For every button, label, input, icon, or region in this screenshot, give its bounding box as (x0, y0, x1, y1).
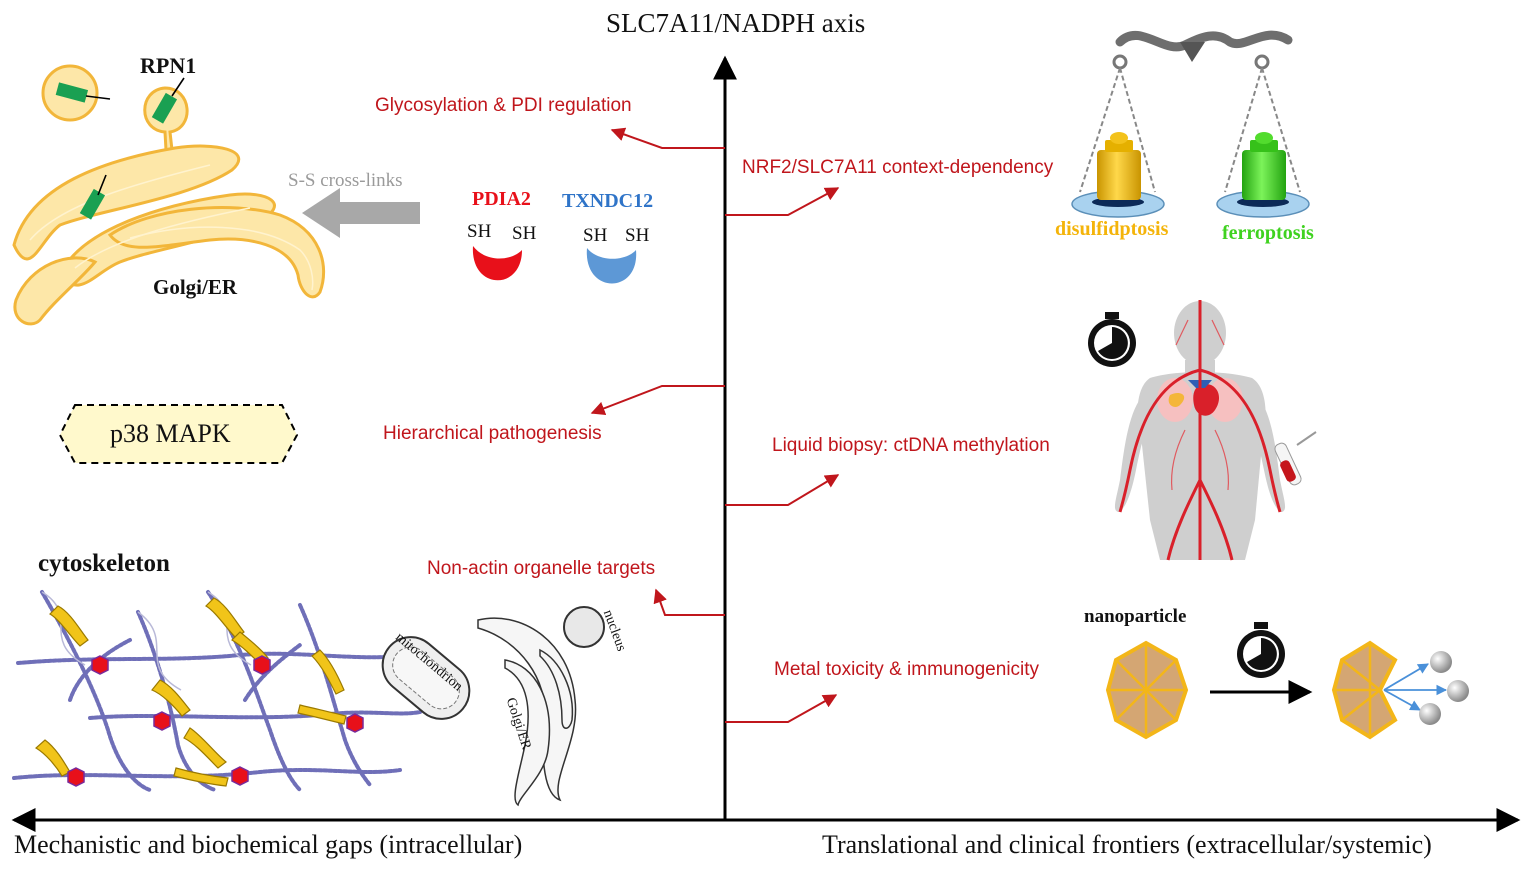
nanoparticle-intact (1105, 640, 1189, 740)
txndc12-shape (586, 248, 637, 284)
connector-organelle (653, 588, 725, 616)
gap-metal: Metal toxicity & immunogenicity (774, 659, 1040, 680)
gap-connectors (590, 127, 840, 723)
thiol-label: SH (583, 225, 608, 246)
crosslinks-label: S-S cross-links (288, 170, 403, 191)
connector-hierarchical (590, 385, 725, 415)
p38-mapk-label: p38 MAPK (110, 419, 231, 448)
stopwatch-icon (1237, 622, 1285, 678)
gap-organelle: Non-actin organelle targets (427, 558, 656, 579)
human-circulation-figure (1114, 300, 1317, 561)
golgi-cisterna-4 (13, 256, 98, 326)
golgi-cisterna-1 (12, 144, 241, 261)
nanoparticle-degraded (1331, 640, 1469, 740)
metal-ion (1447, 680, 1469, 702)
connector-nrf2 (725, 187, 840, 216)
gap-hierarchical: Hierarchical pathogenesis (383, 423, 602, 444)
cytoskeleton-network (12, 590, 422, 792)
vesicle-budding (143, 86, 189, 152)
blood-tube (1274, 431, 1317, 486)
txndc12-label: TXNDC12 (562, 190, 654, 212)
thiol-label: SH (467, 221, 492, 242)
gap-nrf2: NRF2/SLC7A11 context-dependency (742, 157, 1054, 178)
yellow-weight (1097, 132, 1141, 200)
connector-biopsy (725, 474, 840, 506)
metal-ion (1430, 651, 1452, 673)
cytoskeleton-label: cytoskeleton (38, 550, 170, 577)
connector-glycosylation (610, 127, 725, 149)
ferroptosis-label: ferroptosis (1222, 222, 1314, 244)
organelle-sketches (381, 606, 605, 807)
thiol-label: SH (625, 225, 650, 246)
balance-scale (1071, 30, 1310, 218)
vertical-axis-title: SLC7A11/NADPH axis (606, 8, 866, 38)
gap-biopsy: Liquid biopsy: ctDNA methylation (772, 435, 1050, 456)
golgi-er-illustration (12, 64, 326, 326)
nucleus-shape (563, 606, 605, 648)
connector-metal (725, 694, 838, 723)
p38-mapk-box (58, 404, 299, 464)
horizontal-axis-left-label: Mechanistic and biochemical gaps (intrac… (14, 830, 523, 859)
metal-ion (1419, 703, 1441, 725)
rpn1-marker (79, 188, 106, 220)
green-weight (1242, 132, 1286, 200)
gap-glycosylation: Glycosylation & PDI regulation (375, 95, 632, 116)
rpn1-marker (151, 92, 178, 124)
pdia2-shape (472, 246, 522, 281)
rpn1-marker (55, 82, 89, 103)
pdia2-label: PDIA2 (472, 188, 531, 210)
golgi-cisterna-3 (107, 206, 326, 299)
thiol-label: SH (512, 223, 537, 244)
horizontal-axis-right-label: Translational and clinical frontiers (ex… (822, 830, 1432, 859)
nanoparticle-label: nanoparticle (1084, 606, 1187, 627)
stopwatch-icon (1088, 312, 1136, 367)
rpn1-label: RPN1 (140, 53, 197, 78)
disulfidptosis-label: disulfidptosis (1055, 218, 1169, 240)
golgi-er-label: Golgi/ER (153, 275, 238, 299)
axis-lines (11, 55, 1521, 832)
crosslink-arrow (302, 188, 420, 238)
golgi-sketch-shape (477, 617, 577, 807)
